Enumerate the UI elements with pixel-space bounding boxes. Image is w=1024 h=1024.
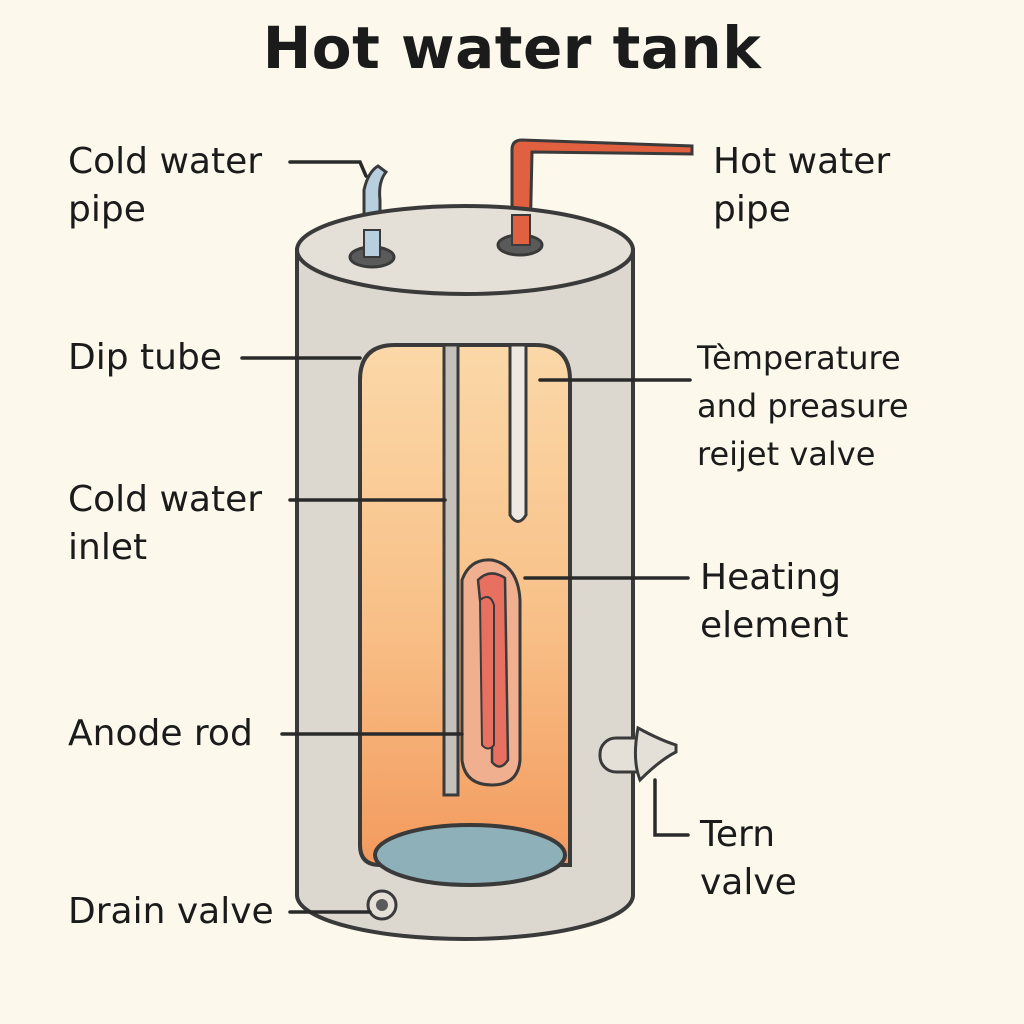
heating-element-inner (478, 595, 495, 750)
label-cold-water-inlet: Cold water inlet (68, 479, 263, 568)
tern-valve (598, 725, 678, 783)
label-heating-element: Heating element (700, 557, 849, 646)
relief-valve-tube (508, 343, 528, 523)
leader-cold-water-pipe (288, 160, 368, 178)
leader-tern-valve (653, 778, 690, 837)
cold-water-pool (373, 823, 567, 887)
label-tern-valve: Tern valve (700, 814, 797, 903)
label-hot-water-pipe: Hot water pipe (713, 141, 891, 230)
leader-lines (240, 160, 692, 914)
tank-top (295, 204, 635, 296)
drain-valve (366, 889, 398, 921)
label-dip-tube: Dip tube (68, 337, 222, 378)
label-drain-valve: Drain valve (68, 891, 274, 932)
diagram-title: Hot water tank (262, 14, 762, 82)
label-cold-water-pipe: Cold water pipe (68, 141, 263, 230)
dip-tube (442, 343, 460, 797)
label-anode-rod: Anode rod (68, 713, 253, 754)
label-temperature-valve: Tèmperature and preasure reijet valve (697, 339, 909, 473)
